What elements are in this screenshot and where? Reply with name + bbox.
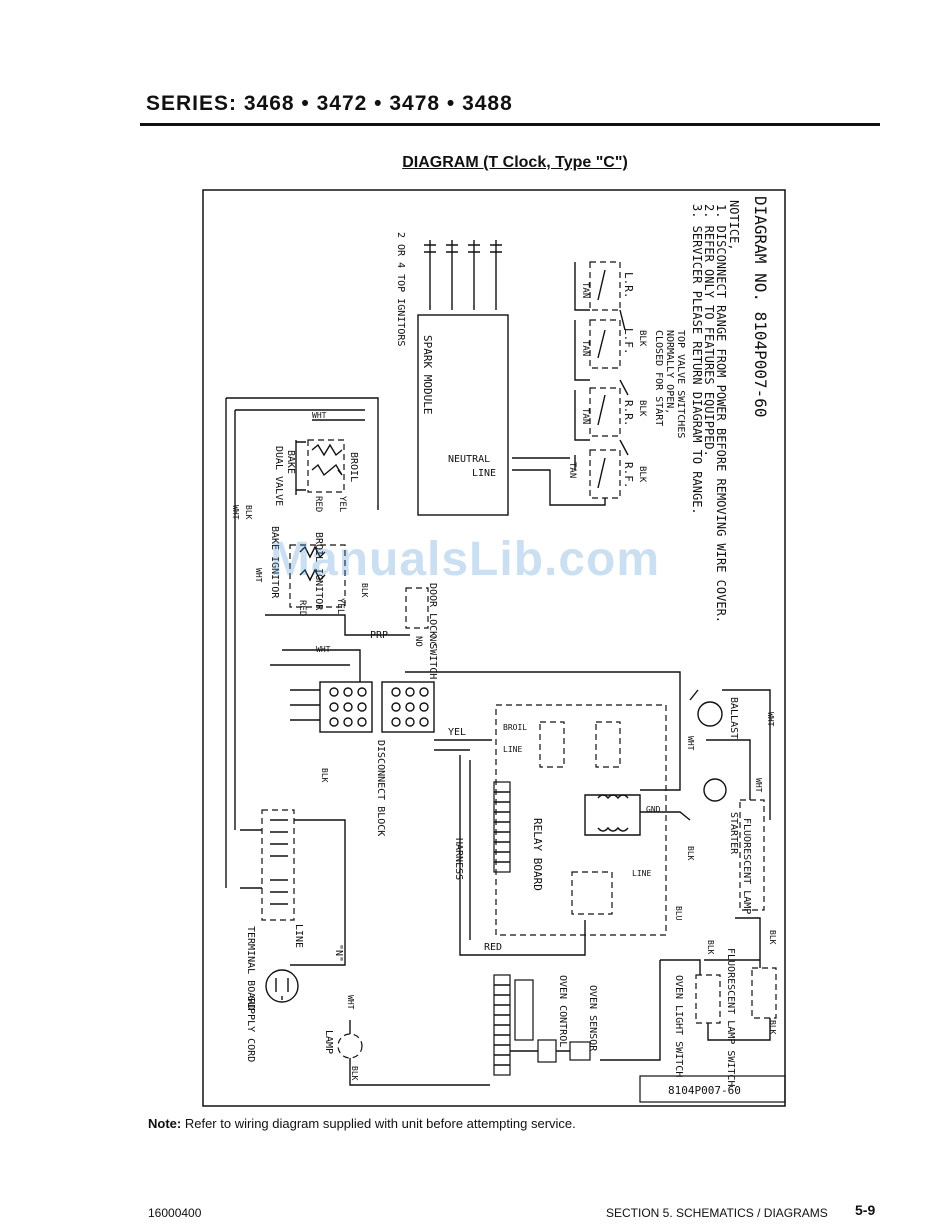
wire-blk-lamp: BLK xyxy=(768,930,777,945)
oven-light-wires xyxy=(600,959,740,1061)
wire-blk-lamp-bottom: BLK xyxy=(350,1066,359,1081)
wire-red-valve: RED xyxy=(313,496,323,512)
broil-ignitor-label: BROIL IGNITOR xyxy=(313,532,324,611)
top-valve-label-3: CLOSED FOR START xyxy=(653,330,664,426)
wire-blu: BLU xyxy=(674,906,683,921)
wire-blk-relay: BLK xyxy=(686,846,695,861)
wire-yel-valve: YEL xyxy=(337,496,347,512)
wire-blk-oven-light: BLK xyxy=(706,940,715,955)
broil-relay-label: BROIL xyxy=(503,723,527,732)
line-relay-label-2: LINE xyxy=(632,869,651,878)
lamp-label: LAMP xyxy=(323,1030,334,1054)
part-number-box xyxy=(639,1075,786,1103)
ignitors-label: 2 OR 4 TOP IGNITORS xyxy=(395,232,406,346)
document-id: 16000400 xyxy=(148,1206,202,1220)
top-valve-label-2: NORMALLY OPEN, xyxy=(664,330,675,414)
oven-light-switch-label: OVEN LIGHT SWITCH xyxy=(673,975,684,1077)
oven-control-label: OVEN CONTROL xyxy=(557,975,568,1047)
broil-label: BROIL xyxy=(348,452,359,482)
note-2: 2. REFER ONLY TO FEATURES EQUIPPED. xyxy=(702,204,716,457)
wire-wht-relay: WHT xyxy=(686,736,695,751)
starter-label: STARTER xyxy=(728,812,739,855)
wire-blk-switch: BLK xyxy=(768,1020,777,1035)
switch-rr: R.R. xyxy=(622,400,635,427)
ignitor-terminals xyxy=(424,240,502,310)
nc-label: NC xyxy=(427,636,437,647)
disconnect-block xyxy=(270,649,681,791)
door-lock-label: DOOR LOCK SWITCH xyxy=(427,583,438,679)
wire-wht-starter: WHT xyxy=(754,778,763,793)
switch-lf: L.F. xyxy=(622,328,635,355)
top-valve-label-1: TOP VALVE SWITCHES xyxy=(675,330,686,438)
wire-yel-main: YEL xyxy=(448,727,466,738)
ballast-label: BALLAST xyxy=(728,697,739,739)
bake-ignitor-label: BAKE IGNITOR xyxy=(269,526,280,599)
header-rule xyxy=(140,123,880,126)
relay-board xyxy=(459,704,691,956)
relay-board-label: RELAY BOARD xyxy=(531,818,544,891)
wire-red-relay: RED xyxy=(484,942,502,953)
note-3: 3. SERVICER PLEASE RETURN DIAGRAM TO RAN… xyxy=(690,204,704,515)
oven-lamp xyxy=(337,1020,490,1086)
wire-blk-sw-3: BLK xyxy=(637,466,647,483)
wire-wht-top: WHT xyxy=(312,411,327,420)
wire-tan-3: TAN xyxy=(580,408,590,424)
top-valve-switches xyxy=(512,261,629,506)
disconnect-block-label: DISCONNECT BLOCK xyxy=(375,740,386,836)
no-label: NO xyxy=(413,636,423,647)
n-terminal-label: "N" xyxy=(333,944,344,962)
page-number: 5-9 xyxy=(855,1202,876,1218)
part-number: 8104P007-60 xyxy=(668,1084,741,1097)
fluorescent-lamp-label: FLUORESCENT LAMP xyxy=(741,818,752,914)
oven-light-switch xyxy=(695,974,721,1024)
line-relay-label: LINE xyxy=(503,745,522,754)
service-note: Note: Refer to wiring diagram supplied w… xyxy=(148,1116,576,1131)
terminal-board-label: TERMINAL BOARD xyxy=(245,926,256,1010)
oven-sensor-label: OVEN SENSOR xyxy=(587,985,598,1052)
wire-wht-lamp: WHT xyxy=(346,995,355,1010)
wire-tan-2: TAN xyxy=(580,340,590,356)
supply-cord-label: SUPPLY CORD xyxy=(245,996,256,1062)
wire-wht-ignitor: WHT xyxy=(254,568,263,583)
neutral-label: NEUTRAL xyxy=(448,454,490,465)
ignitors xyxy=(265,544,410,636)
wire-tan-4: TAN xyxy=(567,462,577,478)
wire-wht-ballast: WHT xyxy=(766,712,775,727)
diagram-title: DIAGRAM (T Clock, Type "C") xyxy=(402,154,628,171)
oven-control xyxy=(493,974,591,1076)
spark-module-label: SPARK MODULE xyxy=(421,335,434,414)
note-1: 1. DISCONNECT RANGE FROM POWER BEFORE RE… xyxy=(714,204,728,623)
notice-label: NOTICE, xyxy=(727,200,741,251)
wire-blk-sw-1: BLK xyxy=(637,330,647,347)
switch-rf: R.F. xyxy=(622,462,635,489)
wire-blk-main: BLK xyxy=(320,768,329,783)
line-terminal-label: LINE xyxy=(293,924,304,948)
wire-blk-left: BLK xyxy=(244,505,253,520)
wire-yel-ignitor: YEL xyxy=(335,598,345,614)
wire-tan-1: TAN xyxy=(580,282,590,298)
switch-lr: L.R. xyxy=(622,272,635,299)
wire-red-ignitor: RED xyxy=(297,600,307,616)
lamp-switch-label: FLUORESCENT LAMP SWITCH xyxy=(725,948,736,1086)
harness-label: HARNESS xyxy=(453,838,464,880)
wire-blk-sw-2: BLK xyxy=(637,400,647,417)
dual-valve-label: DUAL VALVE xyxy=(273,446,284,506)
wire-blk-door: BLK xyxy=(360,583,369,598)
gnd-label: GND xyxy=(646,805,661,814)
dual-valve xyxy=(226,397,379,510)
note-text: Refer to wiring diagram supplied with un… xyxy=(184,1116,576,1131)
fluorescent-circuit xyxy=(689,689,777,1041)
series-heading: SERIES: 3468 • 3472 • 3478 • 3488 xyxy=(146,92,513,115)
diagram-number: DIAGRAM NO. 8104P007-60 xyxy=(751,196,770,418)
wire-prp: PRP xyxy=(370,630,388,641)
note-label: Note: xyxy=(148,1116,182,1131)
door-lock-switch xyxy=(405,587,429,629)
spark-module xyxy=(417,314,509,516)
diagram-frame xyxy=(202,189,786,1107)
section-label: SECTION 5. SCHEMATICS / DIAGRAMS xyxy=(606,1206,828,1220)
line-label-spark: LINE xyxy=(472,468,496,479)
bake-label: BAKE xyxy=(285,450,296,474)
terminal-board xyxy=(225,398,346,1003)
